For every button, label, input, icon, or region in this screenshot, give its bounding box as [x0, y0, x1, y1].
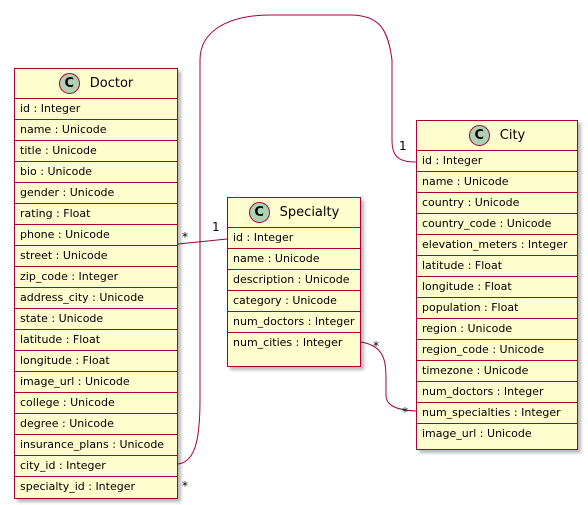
doctor-attribute: address_city : Unicode [15, 288, 177, 309]
city-attribute: country : Unicode [417, 193, 577, 214]
class-stereotype-icon: C [468, 125, 490, 146]
city-class-name: City [499, 128, 526, 143]
doctor-attribute: image_url : Unicode [15, 372, 177, 393]
multiplicity-doctor-city-many: * [182, 479, 188, 493]
doctor-attribute: street : Unicode [15, 246, 177, 267]
specialty-attribute: id : Integer [228, 228, 360, 249]
multiplicity-specialty-city-left: * [373, 339, 379, 353]
city-attribute: image_url : Unicode [422, 427, 532, 440]
doctor-attribute: longitude : Float [15, 351, 177, 372]
specialty-class: C Specialty id : Integer name : Unicode … [227, 197, 361, 367]
city-attribute: latitude : Float [417, 256, 577, 277]
class-stereotype-icon: C [248, 202, 270, 223]
doctor-attribute: id : Integer [15, 99, 177, 120]
city-attribute: timezone : Unicode [417, 361, 577, 382]
city-attribute: region : Unicode [417, 319, 577, 340]
class-stereotype-icon: C [58, 73, 80, 94]
city-class: C City id : Integer name : Unicode count… [416, 120, 578, 450]
doctor-attribute: rating : Float [15, 204, 177, 225]
city-attribute: country_code : Unicode [417, 214, 577, 235]
city-class-header: C City [417, 121, 577, 151]
doctor-attribute: insurance_plans : Unicode [15, 435, 177, 456]
specialty-attribute-list: id : Integer name : Unicode description … [228, 228, 360, 366]
specialty-attribute: description : Unicode [228, 270, 360, 291]
doctor-class: C Doctor id : Integer name : Unicode tit… [14, 68, 178, 499]
specialty-attribute: num_cities : Integer [233, 336, 343, 349]
specialty-attribute: num_doctors : Integer [228, 312, 360, 333]
doctor-attribute: gender : Unicode [15, 183, 177, 204]
doctor-attribute: college : Unicode [15, 393, 177, 414]
city-attribute: id : Integer [417, 151, 577, 172]
city-attribute: population : Float [417, 298, 577, 319]
doctor-attribute: phone : Unicode [15, 225, 177, 246]
doctor-attribute: degree : Unicode [15, 414, 177, 435]
multiplicity-doctor-city-one: 1 [399, 139, 407, 153]
city-attribute: num_doctors : Integer [417, 382, 577, 403]
doctor-attribute: title : Unicode [15, 141, 177, 162]
multiplicity-doctor-specialty-many: * [182, 230, 188, 244]
doctor-attribute: latitude : Float [15, 330, 177, 351]
city-attribute: longitude : Float [417, 277, 577, 298]
doctor-attribute-list: id : Integer name : Unicode title : Unic… [15, 99, 177, 498]
specialty-attribute: name : Unicode [228, 249, 360, 270]
doctor-attribute: specialty_id : Integer [20, 480, 136, 493]
doctor-attribute: zip_code : Integer [15, 267, 177, 288]
specialty-attribute: category : Unicode [228, 291, 360, 312]
doctor-class-name: Doctor [89, 76, 134, 91]
specialty-city-association [360, 341, 417, 412]
doctor-attribute: city_id : Integer [15, 456, 177, 477]
doctor-specialty-association [177, 238, 228, 245]
doctor-attribute: name : Unicode [15, 120, 177, 141]
doctor-city-association [177, 14, 417, 465]
multiplicity-doctor-specialty-one: 1 [212, 220, 220, 234]
city-attribute: elevation_meters : Integer [417, 235, 577, 256]
doctor-class-header: C Doctor [15, 69, 177, 99]
city-attribute: region_code : Unicode [417, 340, 577, 361]
city-attribute-list: id : Integer name : Unicode country : Un… [417, 151, 577, 449]
doctor-attribute: state : Unicode [15, 309, 177, 330]
city-attribute: num_specialties : Integer [417, 403, 577, 424]
specialty-class-name: Specialty [279, 205, 340, 220]
city-attribute: name : Unicode [417, 172, 577, 193]
specialty-class-header: C Specialty [228, 198, 360, 228]
multiplicity-specialty-city-right: * [402, 405, 408, 419]
doctor-attribute: bio : Unicode [15, 162, 177, 183]
